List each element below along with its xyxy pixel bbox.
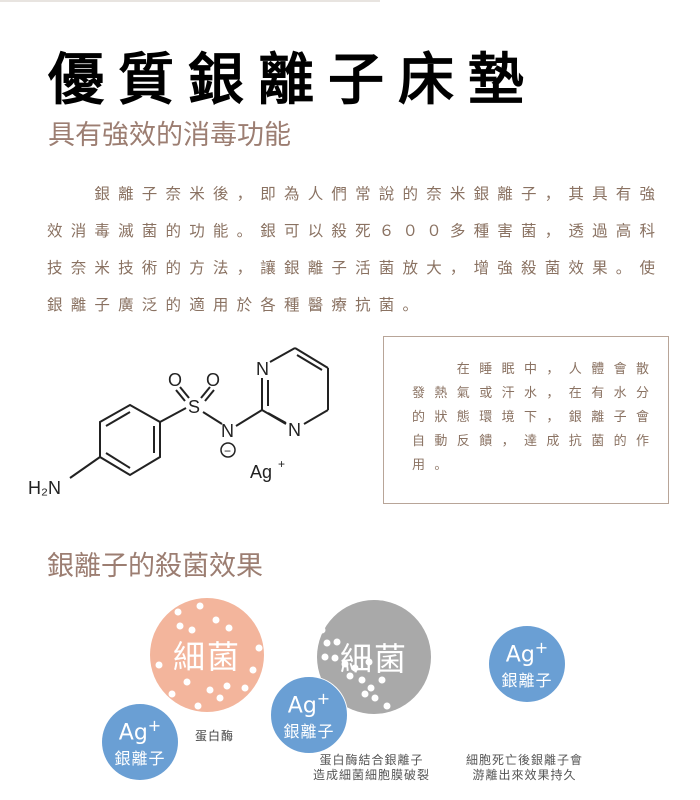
note-box	[383, 336, 669, 504]
intro-line: 技奈米技術的方法，讓銀離子活菌放大，增強殺菌效果。使	[47, 259, 664, 277]
negative-charge-label: −	[224, 444, 231, 458]
silver-ion-label: Ag	[250, 462, 272, 482]
page-subtitle: 具有強效的消毒功能	[48, 120, 291, 151]
silver-ion-circle: Ag+ 銀離子	[489, 626, 565, 702]
oxygen-atom-label: O	[168, 370, 182, 390]
silver-charge-label: +	[278, 457, 285, 471]
nitrogen-atom-label: N	[256, 359, 269, 379]
intro-line: 效消毒滅菌的功能。銀可以殺死６００多種害菌，透過高科	[47, 222, 664, 240]
page-title: 優質銀離子床墊	[48, 48, 538, 113]
ag-text: Ag	[505, 642, 535, 668]
ag-text: Ag	[287, 693, 317, 719]
oxygen-atom-label: O	[206, 370, 220, 390]
ag-text: Ag	[118, 720, 148, 746]
ag-label: Ag+	[288, 688, 330, 717]
ag-plus: +	[534, 638, 549, 658]
top-divider	[0, 0, 380, 2]
note-line: 用。	[412, 458, 457, 473]
note-line: 發熱氣或汗水，在有水分	[412, 386, 659, 401]
caption-stage-3: 細胞死亡後銀離子會 游離出來效果持久	[466, 753, 583, 783]
ag-label: Ag+	[119, 715, 161, 744]
ag-plus: +	[316, 689, 331, 709]
bacteria-label: 細菌	[172, 638, 241, 676]
sulfur-atom-label: S	[188, 397, 200, 417]
rupture-dots	[318, 626, 391, 710]
silver-ion-circle: Ag+ 銀離子	[102, 704, 178, 780]
ag-plus: +	[147, 716, 162, 736]
enzyme-dots	[155, 602, 263, 710]
silver-ion-label: 銀離子	[501, 670, 553, 690]
caption-line: 細胞死亡後銀離子會	[466, 753, 584, 767]
ag-label: Ag+	[506, 637, 548, 666]
nitrogen-atom-label: N	[221, 421, 234, 441]
intro-paragraph: 銀離子奈米後，即為人們常說的奈米銀離子，其具有強 效消毒滅菌的功能。銀可以殺死６…	[47, 176, 657, 324]
silver-ion-circle: Ag+ 銀離子	[270, 676, 348, 754]
enzyme-label: 蛋白酶	[195, 729, 235, 743]
nitrogen-atom-label: N	[288, 420, 301, 440]
bacteria-label: 細菌	[339, 640, 408, 678]
note-line: 在睡眠中，人體會散	[412, 362, 659, 377]
caption-line: 游離出來效果持久	[472, 768, 577, 782]
intro-line: 銀離子奈米後，即為人們常說的奈米銀離子，其具有強	[47, 185, 664, 203]
caption-line: 造成細菌細胞膜破裂	[313, 768, 431, 782]
caption-stage-2: 蛋白酶結合銀離子 造成細菌細胞膜破裂	[313, 753, 430, 783]
note-line: 的狀態環境下，銀離子會	[412, 410, 659, 425]
amine-group-label: H₂N	[28, 478, 61, 498]
silver-ion-label: 銀離子	[114, 748, 166, 768]
molecule-diagram: O O S N N N − Ag + H₂N	[28, 347, 329, 498]
caption-line: 蛋白酶結合銀離子	[319, 753, 424, 767]
intro-line: 銀離子廣泛的適用於各種醫療抗菌。	[47, 296, 427, 314]
note-line: 自動反饋，達成抗菌的作	[412, 434, 659, 449]
note-text: 在睡眠中，人體會散 發熱氣或汗水，在有水分 的狀態環境下，銀離子會 自動反饋，達…	[412, 358, 658, 478]
section-heading: 銀離子的殺菌效果	[47, 551, 263, 582]
silver-ion-label: 銀離子	[283, 721, 335, 741]
